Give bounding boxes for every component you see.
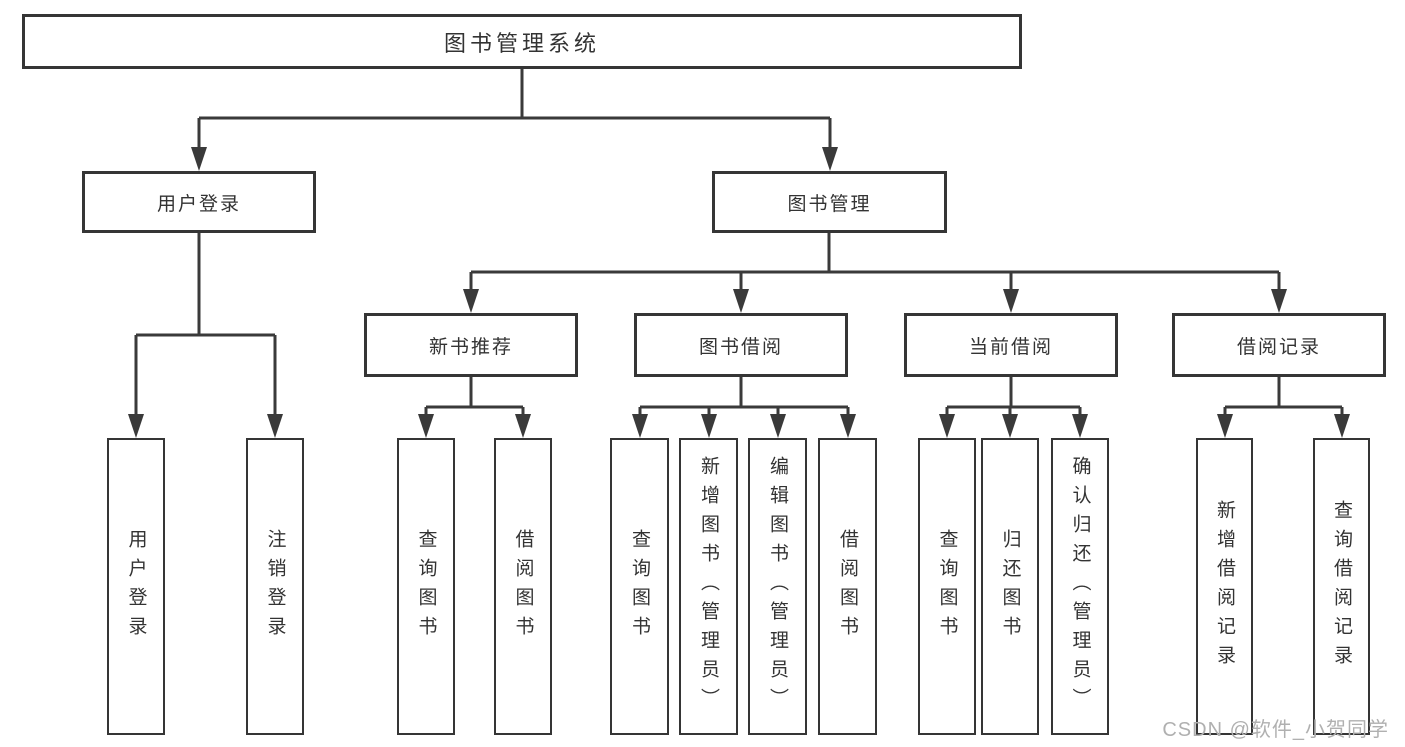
leaf-edit-books-admin: 编辑图书（管理员）	[748, 438, 807, 735]
node-label: 新增借阅记录	[1214, 499, 1235, 674]
node-label: 当前借阅	[968, 336, 1053, 358]
node-label: 新书推荐	[428, 336, 513, 358]
node-label: 注销登录	[264, 528, 286, 645]
leaf-search-books-recommend: 查询图书	[397, 438, 455, 735]
leaf-add-borrow-record: 新增借阅记录	[1196, 438, 1253, 735]
leaf-logout: 注销登录	[246, 438, 304, 735]
node-label: 借阅图书	[512, 528, 534, 645]
node-label: 新增图书（管理员）	[698, 456, 719, 717]
node-label: 图书管理	[787, 193, 872, 215]
node-new-book-recommendation: 新书推荐	[364, 313, 578, 377]
node-book-management: 图书管理	[712, 171, 947, 233]
node-label: 归还图书	[999, 528, 1021, 645]
leaf-add-books-admin: 新增图书（管理员）	[679, 438, 738, 735]
node-label: 用户登录	[125, 528, 147, 645]
node-label: 用户登录	[156, 193, 241, 215]
leaf-borrow-books: 借阅图书	[818, 438, 877, 735]
node-label: 查询图书	[936, 528, 958, 645]
csdn-watermark: CSDN @软件_小贺同学	[1162, 719, 1389, 741]
node-label: 图书借阅	[698, 336, 783, 358]
leaf-confirm-return-admin: 确认归还（管理员）	[1051, 438, 1109, 735]
leaf-borrow-books-recommend: 借阅图书	[494, 438, 552, 735]
leaf-search-borrow-record: 查询借阅记录	[1313, 438, 1370, 735]
leaf-user-login: 用户登录	[107, 438, 165, 735]
node-current-borrowing: 当前借阅	[904, 313, 1118, 377]
node-borrowing-records: 借阅记录	[1172, 313, 1386, 377]
node-label: 借阅图书	[837, 528, 858, 645]
node-label: 图书管理系统	[443, 30, 600, 56]
leaf-return-books: 归还图书	[981, 438, 1039, 735]
node-user-login: 用户登录	[82, 171, 316, 233]
node-label: 借阅记录	[1236, 336, 1321, 358]
node-label: 编辑图书（管理员）	[767, 456, 788, 717]
node-book-borrowing: 图书借阅	[634, 313, 848, 377]
node-label: 查询图书	[415, 528, 437, 645]
node-label: 查询图书	[629, 528, 650, 645]
node-library-management-system: 图书管理系统	[22, 14, 1022, 69]
leaf-search-books-current: 查询图书	[918, 438, 976, 735]
node-label: 查询借阅记录	[1331, 499, 1352, 674]
leaf-search-books-borrowing: 查询图书	[610, 438, 669, 735]
node-label: 确认归还（管理员）	[1069, 456, 1091, 717]
